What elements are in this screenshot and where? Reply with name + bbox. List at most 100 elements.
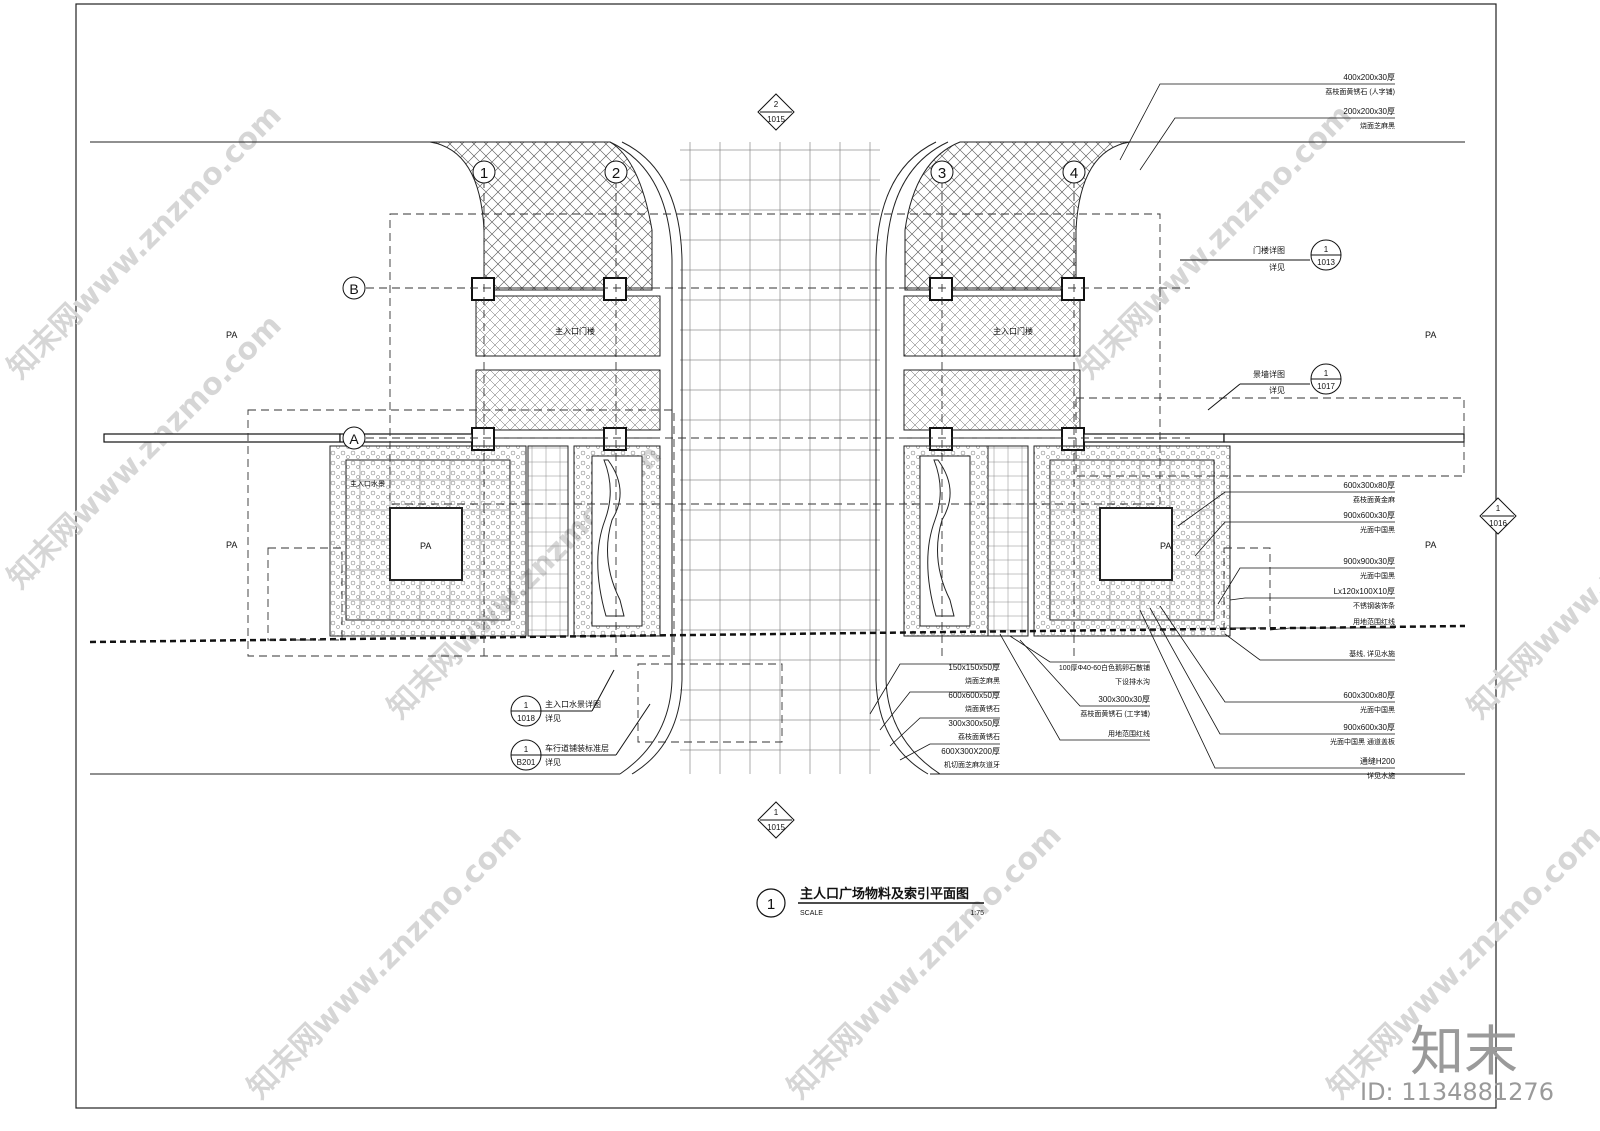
svg-text:1018: 1018 [517,714,535,723]
svg-text:主入口水景详图: 主入口水景详图 [545,699,601,709]
section-ref: 1015 [767,115,785,124]
scale-label: SCALE [800,910,823,917]
gate-label-right: 主入口门楼 [993,326,1033,336]
svg-text:600X300X200厚: 600X300X200厚 [941,747,1000,756]
svg-text:400x200x30厚: 400x200x30厚 [1343,73,1395,82]
svg-text:1017: 1017 [1317,382,1335,391]
zone-label: PA [420,541,431,551]
zone-label: PA [1425,540,1436,550]
svg-text:1: 1 [1324,369,1329,378]
water-label: 主入口水景 [350,479,385,488]
svg-text:300x300x30厚: 300x300x30厚 [1098,695,1150,704]
driveway-curbs [609,141,949,775]
svg-text:光面中国黑: 光面中国黑 [1360,705,1395,714]
svg-text:荔枝面黄锈石 (人字铺): 荔枝面黄锈石 (人字铺) [1325,87,1395,96]
gate-columns [471,277,1085,451]
svg-text:详见: 详见 [1269,262,1285,272]
svg-text:详见: 详见 [1269,385,1285,395]
scale-value: 1:75 [970,910,984,917]
svg-text:150x150x50厚: 150x150x50厚 [948,663,1000,672]
gate-label-left: 主入口门楼 [555,326,595,336]
svg-text:门楼详图: 门楼详图 [1253,245,1285,255]
svg-text:荔枝面黄锈石 (工字铺): 荔枝面黄锈石 (工字铺) [1080,709,1150,718]
watermark-text: 知末网www.znzmo.com [781,818,1069,1106]
svg-text:B201: B201 [517,758,536,767]
svg-text:光面中国黑: 光面中国黑 [1360,525,1395,534]
svg-text:车行道铺装标准层: 车行道铺装标准层 [545,743,609,753]
callout-bottom-mid: 100厚Φ40-60白色鹅卵石散铺 下设排水沟 300x300x30厚 荔枝面黄… [1059,663,1150,738]
driveway-paving [680,142,880,774]
svg-text:光面中国黑 通道盖板: 光面中国黑 通道盖板 [1330,737,1395,746]
svg-text:900x600x30厚: 900x600x30厚 [1343,723,1395,732]
svg-text:100厚Φ40-60白色鹅卵石散铺: 100厚Φ40-60白色鹅卵石散铺 [1059,663,1150,672]
section-ref: 1016 [1489,519,1507,528]
svg-text:景墙详图: 景墙详图 [1253,369,1285,379]
svg-text:荔枝面黄金麻: 荔枝面黄金麻 [1353,495,1395,504]
svg-text:不锈钢装饰条: 不锈钢装饰条 [1353,601,1395,610]
grid-label-1: 1 [480,165,488,182]
grid-bubbles: 1 2 3 4 A B [342,160,1086,450]
grid-label-2: 2 [612,165,620,182]
zone-label: PA [226,540,237,550]
zone-label: PA [1425,330,1436,340]
svg-text:烧面黄锈石: 烧面黄锈石 [965,704,1000,713]
section-num: 2 [774,100,779,109]
section-ref: 1015 [767,823,785,832]
zone-label: PA [226,330,237,340]
grid-label-B: B [349,281,358,297]
drawing-title-block: 1 主人口广场物料及索引平面图 SCALE 1:75 [756,886,984,918]
water-feature-right [903,445,1231,637]
property-line [89,624,1466,644]
brand-logo: 知末 [1410,1020,1518,1083]
road-edges [90,141,1465,775]
water-feature-left [329,445,661,637]
sheet-border [75,3,1497,1109]
leader-lines [869,83,1395,769]
svg-text:详见: 详见 [545,713,561,723]
svg-text:Lx120x100X10厚: Lx120x100X10厚 [1334,587,1395,596]
svg-text:900x900x30厚: 900x900x30厚 [1343,557,1395,566]
callout-right: 600x300x80厚 荔枝面黄金麻 900x600x30厚 光面中国黑 900… [1330,481,1396,780]
pa-labels: PA PA PA PA PA PA [226,330,1436,551]
svg-text:烧面芝麻黑: 烧面芝麻黑 [1360,121,1395,130]
svg-text:用地范围红线: 用地范围红线 [1353,617,1395,626]
section-num: 1 [1496,504,1501,513]
section-num: 1 [774,808,779,817]
gate-structure [475,287,1081,439]
svg-text:光面中国黑: 光面中国黑 [1360,571,1395,580]
image-id: ID: 1134881276 [1360,1078,1554,1106]
section-mark-top: 2 1015 [757,93,795,131]
svg-text:1: 1 [1324,245,1329,254]
svg-text:1: 1 [524,701,529,710]
svg-text:下设排水沟: 下设排水沟 [1115,677,1150,686]
svg-text:1: 1 [524,745,529,754]
index-ref-water: 1 1018 主入口水景详图 详见 [510,669,615,727]
watermark-text: 知末网www.znzmo.com [1071,98,1359,386]
grid-label-4: 4 [1070,165,1078,182]
svg-text:机切面芝麻灰道牙: 机切面芝麻灰道牙 [944,760,1000,769]
svg-text:详见水施: 详见水施 [1367,771,1395,780]
grid-label-A: A [349,431,359,447]
svg-text:600x300x80厚: 600x300x80厚 [1343,481,1395,490]
index-boundaries [247,180,1465,743]
svg-text:600x300x80厚: 600x300x80厚 [1343,691,1395,700]
svg-text:200x200x30厚: 200x200x30厚 [1343,107,1395,116]
section-mark-bottom: 1 1015 [757,801,795,839]
watermark-text: 知末网www.znzmo.com [241,818,529,1106]
index-ref-gate: 门楼详图 详见 1 1013 [1180,239,1342,272]
section-mark-right: 1 1016 [1479,497,1517,535]
drawing-number: 1 [767,896,775,913]
svg-text:基线, 详见水施: 基线, 详见水施 [1349,649,1395,658]
svg-text:900x600x30厚: 900x600x30厚 [1343,511,1395,520]
svg-text:详见: 详见 [545,757,561,767]
callout-bottom-left: 150x150x50厚 烧面芝麻黑 600x600x50厚 烧面黄锈石 300x… [941,663,1000,769]
svg-text:通缝H200: 通缝H200 [1360,756,1396,766]
svg-text:300x300x50厚: 300x300x50厚 [948,719,1000,728]
svg-text:烧面芝麻黑: 烧面芝麻黑 [965,676,1000,685]
index-ref-road: 1 B201 车行道铺装标准层 详见 [510,703,651,771]
index-ref-wall: 景墙详图 详见 1 1017 [1207,363,1342,411]
grid-label-3: 3 [938,165,946,182]
svg-text:用地范围红线: 用地范围红线 [1108,729,1150,738]
zone-label: PA [1160,541,1171,551]
